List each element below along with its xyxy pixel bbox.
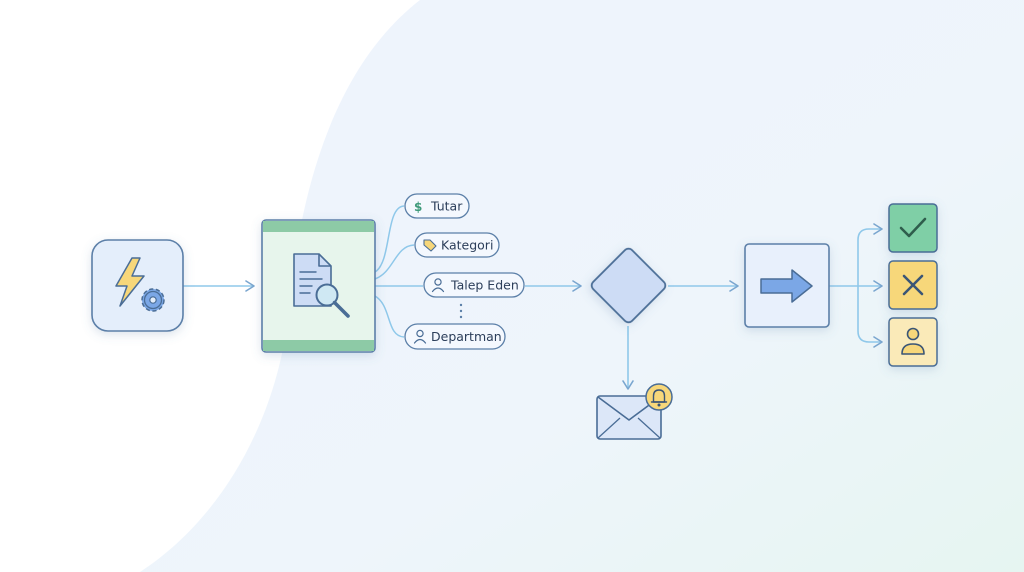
- check-icon: [899, 217, 927, 238]
- tag-icon: [423, 239, 437, 252]
- field-pill-tutar[interactable]: $ Tutar: [404, 193, 470, 219]
- outcome-reject[interactable]: [888, 260, 938, 310]
- field-pill-label: Talep Eden: [450, 278, 519, 293]
- outcome-approve[interactable]: [888, 203, 938, 253]
- decision-node[interactable]: [590, 247, 668, 325]
- outcome-escalate[interactable]: [888, 317, 938, 367]
- field-pills: $ Tutar Kategori Talep Eden: [404, 193, 525, 350]
- notification-node[interactable]: [596, 383, 673, 440]
- close-icon: [902, 274, 924, 296]
- connector-action-approve: [857, 223, 883, 286]
- field-pill-label: Tutar: [430, 199, 463, 214]
- bell-icon: [645, 383, 673, 411]
- field-pill-label: Kategori: [441, 238, 493, 253]
- field-pill-label: Departman: [431, 329, 502, 344]
- arrow-right-icon: [760, 269, 813, 303]
- extract-node[interactable]: [261, 219, 376, 353]
- field-pill-departman[interactable]: Departman: [404, 323, 506, 350]
- user-icon: [431, 278, 445, 293]
- field-pill-talep-eden[interactable]: Talep Eden: [423, 272, 525, 298]
- connectors: [183, 205, 883, 390]
- gear-icon: [141, 288, 165, 312]
- connector-field-kategori: [374, 244, 415, 280]
- trigger-node[interactable]: [91, 239, 184, 332]
- field-pill-kategori[interactable]: Kategori: [414, 232, 500, 258]
- user-icon: [413, 329, 427, 344]
- user-icon: [901, 327, 925, 355]
- connector-field-departman: [374, 295, 405, 338]
- connector-action-escalate: [857, 286, 883, 348]
- magnifier-icon: [315, 283, 350, 318]
- dollar-icon: $: [414, 200, 422, 214]
- background-wave: [140, 0, 1024, 572]
- connector-field-tutar: [374, 205, 405, 273]
- lightning-icon: [115, 257, 145, 307]
- action-node[interactable]: [744, 243, 830, 328]
- more-fields-ellipsis: [459, 303, 463, 319]
- envelope-icon: [596, 395, 662, 440]
